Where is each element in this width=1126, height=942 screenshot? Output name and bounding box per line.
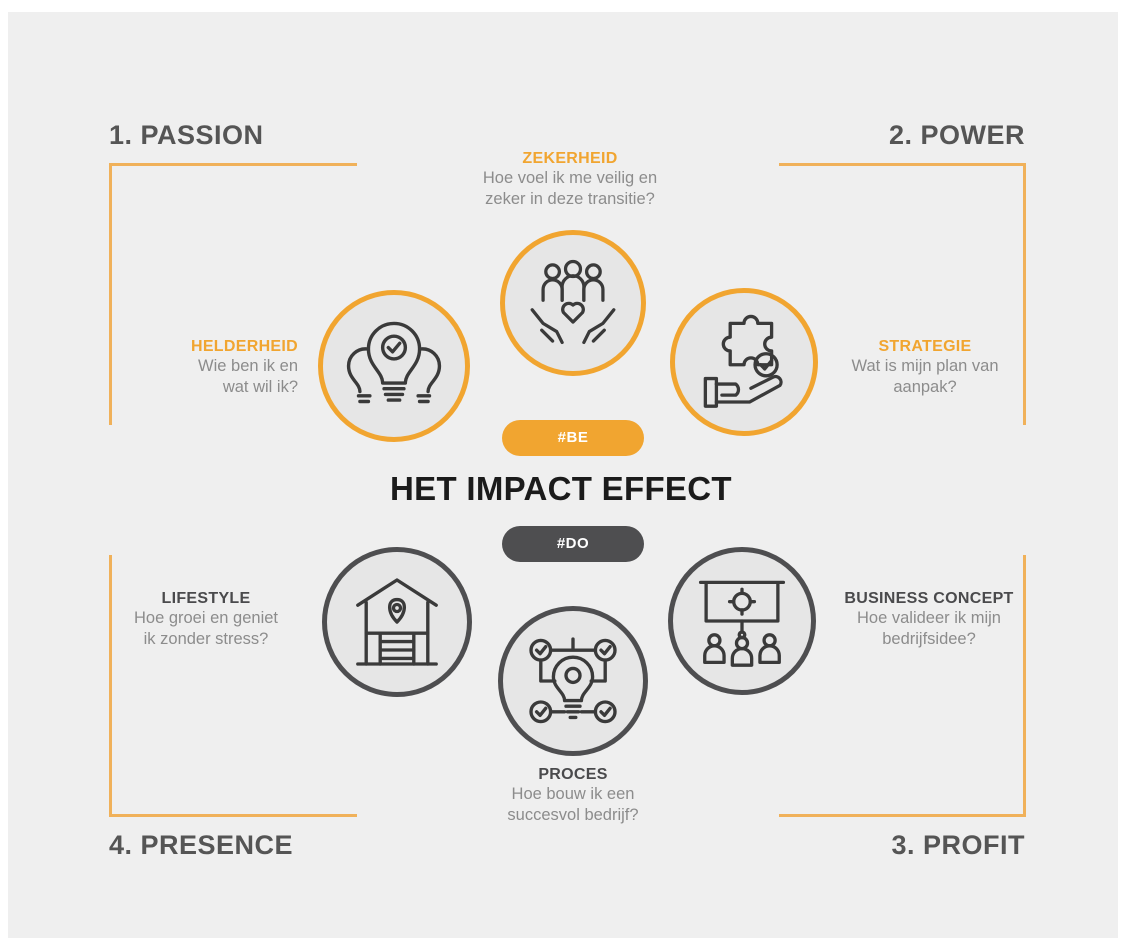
process-bulb-icon — [529, 637, 617, 724]
be-tag: #BE — [502, 420, 644, 456]
topic-business-concept: BUSINESS CONCEPT Hoe valideer ik mijn be… — [816, 590, 1042, 650]
stage-label-profit: 3. PROFIT — [891, 830, 1025, 860]
topic-proces: PROCES Hoe bouw ik een succesvol bedrijf… — [448, 766, 698, 826]
topic-desc-helderheid: Wie ben ik en wat wil ik? — [198, 357, 298, 396]
topic-strategie: STRATEGIE Wat is mijn plan van aanpak? — [820, 338, 1030, 398]
topic-desc-strategie: Wat is mijn plan van aanpak? — [851, 357, 999, 396]
topic-desc-zekerheid: Hoe voel ik me veilig en zeker in deze t… — [482, 169, 658, 208]
puzzle-hand-icon — [703, 314, 783, 408]
frame-line-bottom-left — [109, 814, 357, 817]
frame-line-right-upper — [1023, 163, 1026, 425]
stage-label-passion: 1. PASSION — [109, 120, 264, 150]
circle-helderheid — [318, 290, 470, 442]
team-care-hands-icon — [530, 259, 616, 345]
frame-line-right-lower — [1023, 555, 1026, 817]
topic-desc-business-concept: Hoe valideer ik mijn bedrijfsidee? — [857, 609, 1001, 648]
circle-zekerheid — [500, 230, 646, 376]
topic-title-business-concept: BUSINESS CONCEPT — [844, 590, 1014, 607]
topic-title-zekerheid: ZEKERHEID — [522, 150, 618, 167]
do-tag: #DO — [502, 526, 644, 562]
frame-line-left-upper — [109, 163, 112, 425]
topic-zekerheid: ZEKERHEID Hoe voel ik me veilig en zeker… — [350, 150, 790, 210]
circle-business-concept — [668, 547, 816, 695]
circle-lifestyle — [322, 547, 472, 697]
circle-proces — [498, 606, 648, 756]
frame-line-top-right — [779, 163, 1026, 166]
presentation-team-icon — [698, 580, 786, 667]
frame-line-top-left — [109, 163, 357, 166]
diagram-canvas: 1. PASSION 2. POWER 4. PRESENCE 3. PROFI… — [8, 12, 1118, 938]
topic-title-proces: PROCES — [538, 766, 608, 783]
diagram-title: HET IMPACT EFFECT — [390, 470, 732, 507]
house-location-icon — [356, 578, 438, 666]
topic-desc-proces: Hoe bouw ik een succesvol bedrijf? — [507, 785, 639, 824]
topic-title-helderheid: HELDERHEID — [190, 338, 298, 355]
frame-line-bottom-right — [779, 814, 1026, 817]
topic-title-strategie: STRATEGIE — [878, 338, 972, 355]
lightbulbs-check-icon — [346, 321, 442, 404]
topic-helderheid: HELDERHEID Wie ben ik en wat wil ik? — [98, 338, 298, 398]
stage-label-presence: 4. PRESENCE — [109, 830, 294, 860]
circle-strategie — [670, 288, 818, 436]
topic-title-lifestyle: LIFESTYLE — [161, 590, 251, 607]
stage-label-power: 2. POWER — [888, 120, 1025, 150]
frame-line-left-lower — [109, 555, 112, 817]
topic-lifestyle: LIFESTYLE Hoe groei en geniet ik zonder … — [108, 590, 304, 650]
topic-desc-lifestyle: Hoe groei en geniet ik zonder stress? — [133, 609, 279, 648]
